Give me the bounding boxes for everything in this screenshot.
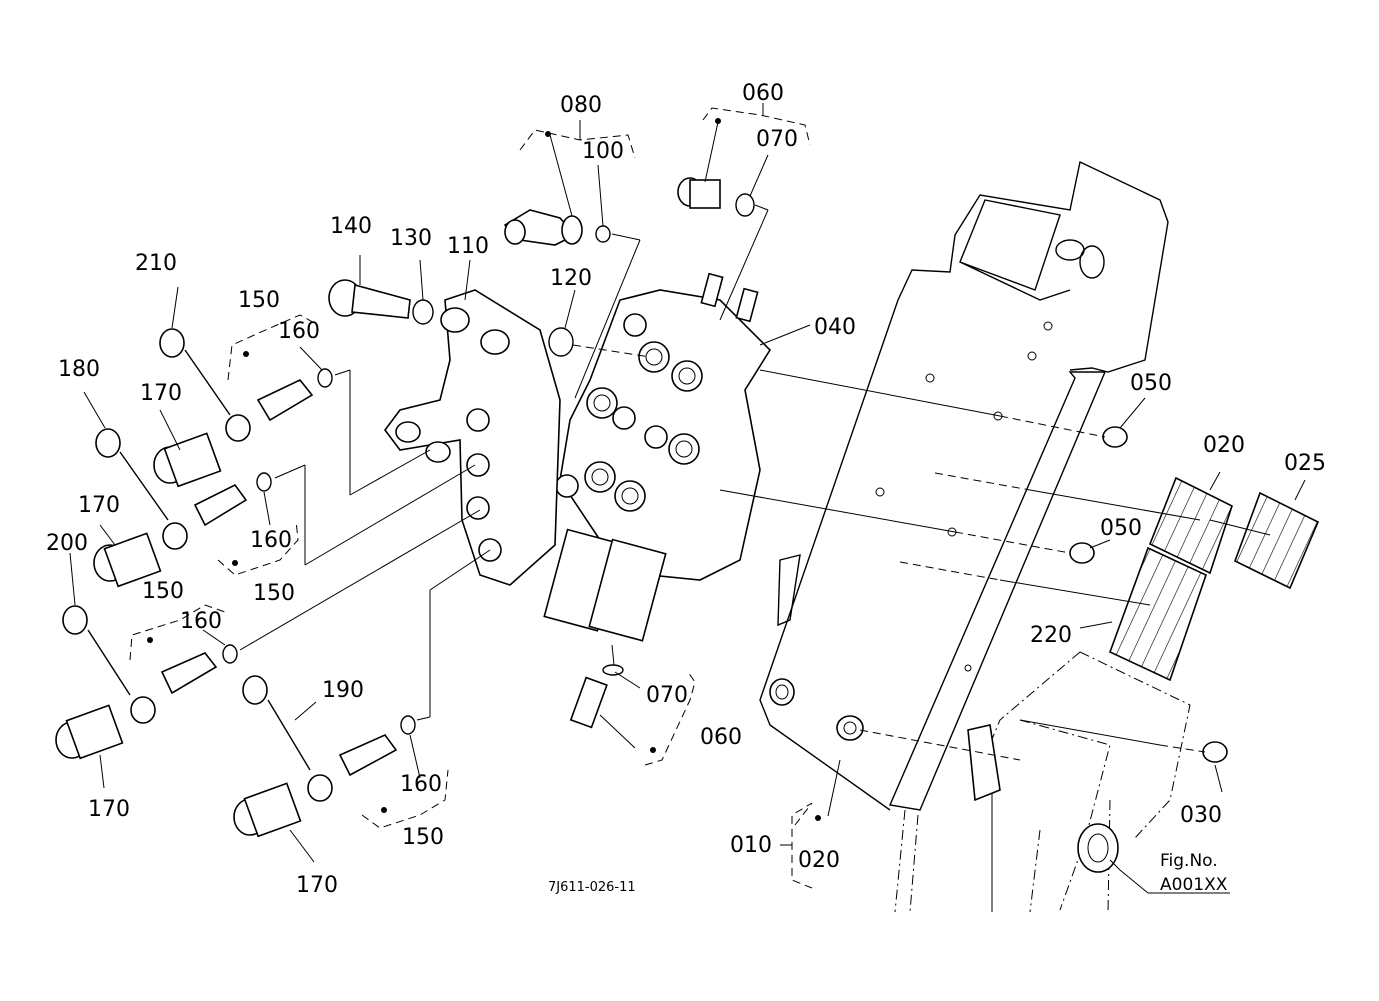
- callout-080: 080: [560, 93, 602, 118]
- callout-210: 210: [135, 251, 177, 276]
- callout-030: 030: [1180, 803, 1222, 828]
- mounting-bracket: [759, 160, 1191, 913]
- callout-110: 110: [447, 234, 489, 259]
- callout-020-bracket: 020: [798, 848, 840, 873]
- leader-lines: [69, 121, 1306, 894]
- callout-160-d: 160: [400, 772, 442, 797]
- callout-170-d: 170: [296, 873, 338, 898]
- callout-220: 220: [1030, 623, 1072, 648]
- callout-180: 180: [58, 357, 100, 382]
- callout-190: 190: [322, 678, 364, 703]
- callout-170-b: 170: [78, 493, 120, 518]
- drawing-number: 7J611-026-11: [548, 880, 636, 895]
- callout-140: 140: [330, 214, 372, 239]
- callout-025: 025: [1284, 451, 1326, 476]
- manifold-plate-110: [384, 289, 561, 586]
- callout-060-bottom: 060: [700, 725, 742, 750]
- callout-labels: 010 020 020 025 030 040 050 050 060 060 …: [46, 81, 1326, 898]
- callout-150-b: 150: [253, 581, 295, 606]
- assembly-brackets: [129, 103, 821, 889]
- callout-170-a: 170: [140, 381, 182, 406]
- callout-020-pad: 020: [1203, 433, 1245, 458]
- callout-130: 130: [390, 226, 432, 251]
- callout-040: 040: [814, 315, 856, 340]
- small-parts: [55, 177, 1320, 838]
- callout-100: 100: [582, 139, 624, 164]
- control-valve-040: [543, 272, 772, 642]
- callout-170-c: 170: [88, 797, 130, 822]
- callout-070-top: 070: [756, 127, 798, 152]
- callout-160-b: 160: [250, 528, 292, 553]
- callout-120: 120: [550, 266, 592, 291]
- callout-200: 200: [46, 531, 88, 556]
- callout-060-top: 060: [742, 81, 784, 106]
- figure-number: A001XX: [1160, 875, 1228, 895]
- callout-070-bottom: 070: [646, 683, 688, 708]
- callout-050-lower: 050: [1100, 516, 1142, 541]
- callout-150-a: 150: [238, 288, 280, 313]
- callout-050-upper: 050: [1130, 371, 1172, 396]
- callout-010: 010: [730, 833, 772, 858]
- callout-150-d: 150: [402, 825, 444, 850]
- callout-160-a: 160: [278, 319, 320, 344]
- figure-label: Fig.No.: [1160, 851, 1218, 871]
- callout-150-c: 150: [142, 579, 184, 604]
- callout-160-c: 160: [180, 609, 222, 634]
